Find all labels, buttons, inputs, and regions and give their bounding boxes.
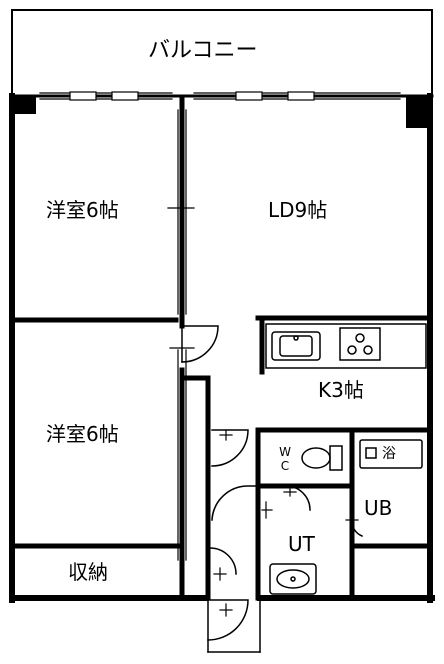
stove-icon [339, 327, 381, 361]
western-room-2-label: 洋室6帖 [46, 422, 119, 446]
interior-walls [11, 97, 433, 601]
bath-tag [359, 439, 423, 469]
balcony-outline [11, 9, 433, 95]
bath-label: 浴 [382, 446, 396, 462]
wc-label-c: C [280, 459, 290, 473]
unit-bath-label: UB [364, 496, 393, 520]
ldk-label: LD9帖 [268, 198, 328, 222]
toilet-icon [301, 445, 343, 471]
door-marks [213, 429, 359, 617]
window-icon [39, 91, 401, 101]
exterior-walls [9, 93, 435, 603]
sink-icon [271, 331, 321, 361]
kitchen-label: K3帖 [318, 378, 364, 402]
utility-label: UT [288, 532, 315, 556]
kitchen-counter [265, 323, 427, 369]
sliding-door [167, 109, 195, 561]
storage-label: 収納 [68, 560, 108, 584]
wc-label-w: W [279, 445, 291, 459]
balcony-label: バルコニー [148, 38, 258, 63]
western-room-1-label: 洋室6帖 [46, 198, 119, 222]
washbasin-icon [269, 563, 317, 595]
